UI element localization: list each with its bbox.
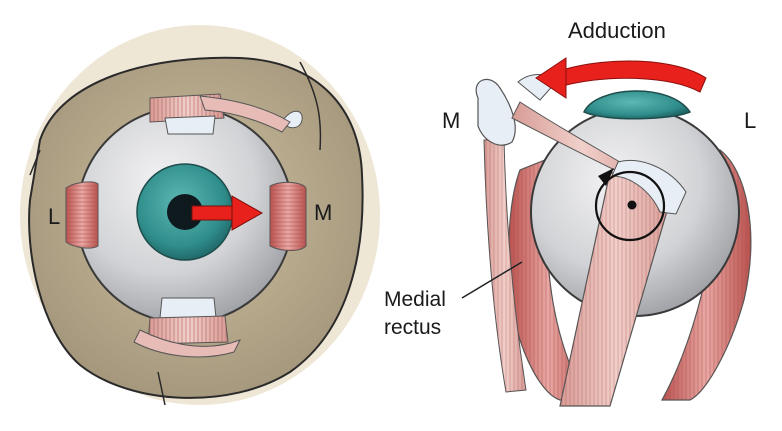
right-label-M: M: [442, 108, 460, 133]
medial-rectus-muscle-front: [269, 181, 307, 251]
rotation-indicator-icon: [594, 168, 666, 242]
right-label-L: L: [744, 108, 756, 133]
iris-top-view: [583, 90, 692, 120]
insertion-tendon: [611, 160, 687, 215]
inferior-rectus-muscle: [133, 297, 242, 358]
left-label-L: L: [48, 204, 60, 229]
medial-rectus-label-line2: rectus: [384, 316, 441, 339]
trochlea-tendon: [475, 78, 516, 146]
superior-rectus-muscle: [149, 93, 291, 135]
orbit-fissure-line: [29, 61, 322, 176]
right-panel-superior-view: Adduction M L Medial rectus: [384, 18, 756, 407]
medial-rectus-leader-line: [461, 261, 523, 299]
lateral-rectus-muscle: [65, 181, 99, 249]
orbit-lower-line: [157, 371, 166, 406]
left-label-M: M: [314, 200, 332, 225]
adduction-arrow-icon: [535, 57, 707, 99]
medial-rectus-label-line1: Medial: [384, 288, 446, 311]
adduction-label: Adduction: [568, 18, 666, 43]
movement-arrow-icon: [191, 195, 264, 231]
pupil: [167, 194, 203, 230]
left-panel-front-view: L M: [20, 25, 380, 406]
